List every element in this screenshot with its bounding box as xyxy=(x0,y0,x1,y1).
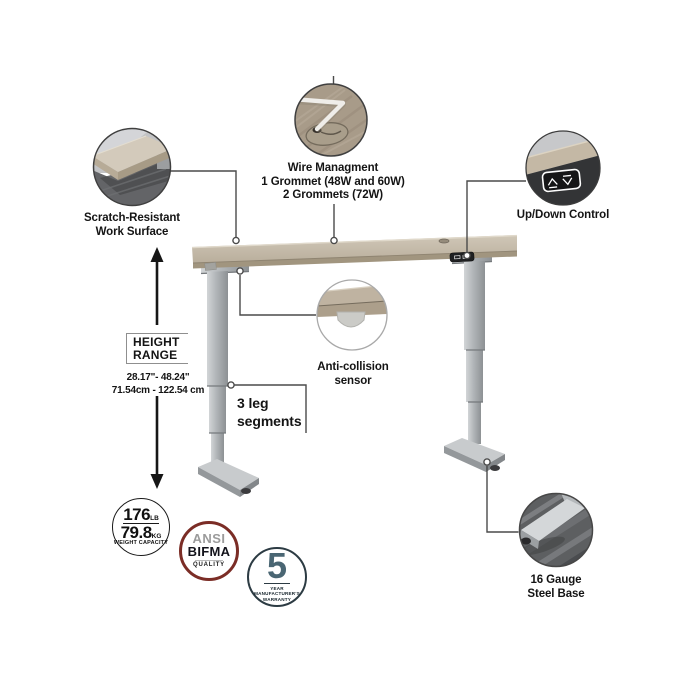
left-foot xyxy=(198,459,259,490)
height-range-arrow xyxy=(150,247,164,489)
updown-control-label: Up/Down Control xyxy=(516,209,610,221)
updown-control-photo-icon xyxy=(525,130,601,206)
wire-management-label: Wire Managment 1 Grommet (48W and 60W) 2… xyxy=(261,162,405,201)
anti-collision-photo-icon xyxy=(316,279,388,351)
steel-foot-icon xyxy=(521,499,585,541)
scratch-resistant-label: Scratch-Resistant Work Surface xyxy=(83,212,181,238)
height-down-arrow-icon xyxy=(150,474,164,489)
desk-corner-icon xyxy=(93,136,171,172)
desktop-grommet xyxy=(438,238,450,244)
anti-collision-sensor-unit xyxy=(204,262,217,271)
up-down-buttons-icon xyxy=(547,174,573,189)
height-up-arrow-icon xyxy=(150,247,164,262)
connector-dots xyxy=(227,236,491,466)
warranty-badge: 5 YEAR MANUFACTURER'S WARRANTY xyxy=(247,547,307,607)
desk-right-leg xyxy=(444,249,505,472)
anti-collision-label: Anti-collision sensor xyxy=(317,361,389,387)
height-range-values: 28.17"- 48.24" 71.54cm - 122.54 cm xyxy=(111,372,205,396)
leg-segments-label: 3 leg segments xyxy=(237,395,302,429)
right-foot xyxy=(444,438,505,465)
height-range-box: HEIGHT RANGE xyxy=(126,333,188,364)
weight-capacity-badge: 176LB 79.8KG WEIGHT CAPACITY xyxy=(112,498,170,556)
desk-left-leg xyxy=(198,259,259,497)
cable-icon xyxy=(295,96,346,132)
steel-base-label: 16 Gauge Steel Base xyxy=(527,574,585,600)
updown-control-pad xyxy=(449,251,475,263)
callout-connectors xyxy=(170,76,526,533)
ansi-bifma-badge: ANSI BIFMA QUALITY xyxy=(179,521,239,581)
scratch-resistant-photo-icon xyxy=(92,127,172,207)
wire-management-photo-icon xyxy=(294,83,368,157)
sensor-dome-icon xyxy=(336,311,366,328)
